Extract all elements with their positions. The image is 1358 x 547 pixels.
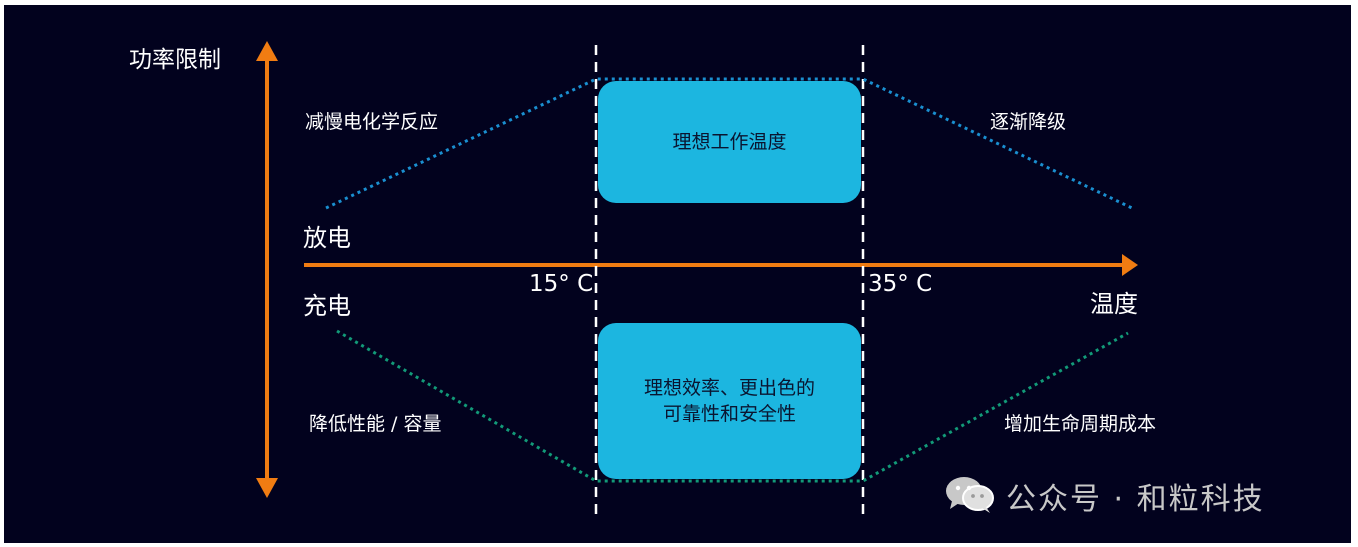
- ideal-temperature-box: 理想工作温度: [598, 81, 861, 203]
- ideal-efficiency-line2: 可靠性和安全性: [662, 403, 796, 425]
- discharge-limit-curve: [325, 77, 1135, 211]
- slow-electrochemistry-label: 减慢电化学反应: [305, 111, 439, 133]
- ideal-efficiency-line1: 理想效率、更出色的: [643, 377, 815, 399]
- temperature-label: 温度: [1090, 290, 1138, 318]
- power-axis-arrowhead-top: [256, 41, 278, 61]
- power-axis-arrowhead-bottom: [256, 478, 278, 498]
- ideal-efficiency-label: 理想效率、更出色的 可靠性和安全性: [644, 375, 815, 427]
- increased-lifecycle-cost-label: 增加生命周期成本: [1004, 413, 1157, 435]
- ideal-temperature-label: 理想工作温度: [672, 131, 787, 153]
- watermark: 公众号 · 和粒科技: [944, 474, 1265, 518]
- tick-15c: 15° C: [529, 271, 594, 297]
- tick-35c: 35° C: [868, 271, 933, 297]
- discharge-label: 放电: [303, 224, 351, 252]
- diagram-graphics: [256, 41, 1138, 515]
- charge-label: 充电: [303, 292, 351, 320]
- power-limit-label: 功率限制: [129, 47, 221, 73]
- charge-limit-curve: [336, 329, 1129, 483]
- watermark-text: 公众号 · 和粒科技: [1006, 482, 1265, 517]
- temperature-axis-arrowhead: [1122, 254, 1138, 276]
- gradual-degradation-label: 逐渐降级: [990, 111, 1067, 133]
- reduced-performance-label: 降低性能 / 容量: [309, 413, 442, 435]
- wechat-icon: [944, 474, 996, 518]
- ideal-efficiency-box: 理想效率、更出色的 可靠性和安全性: [598, 323, 861, 479]
- diagram-canvas: 理想工作温度 理想效率、更出色的 可靠性和安全性 功率限制 放电 充电 15° …: [4, 5, 1351, 543]
